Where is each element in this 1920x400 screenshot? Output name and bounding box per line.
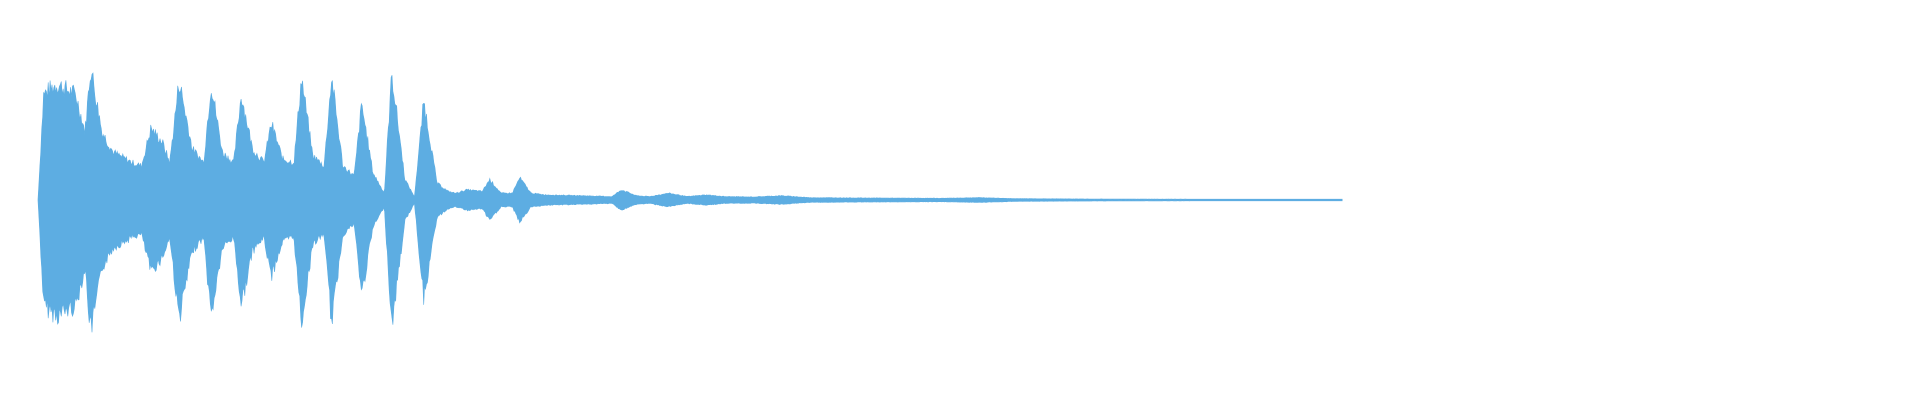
waveform-shape (37, 72, 1343, 333)
